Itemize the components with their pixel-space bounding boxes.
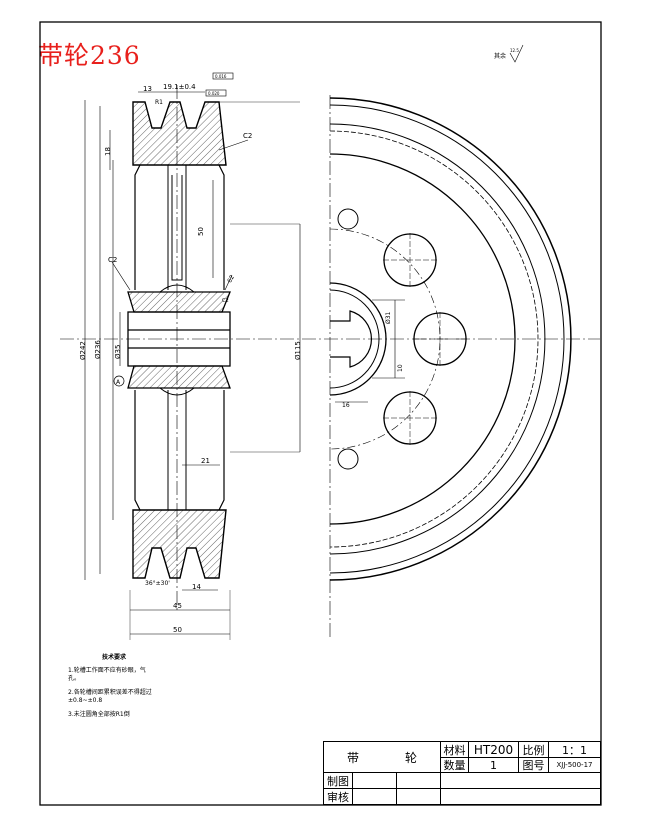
dim-tol2: 0.020 [208, 91, 220, 96]
dim-50-vertical: 50 [197, 227, 205, 236]
rim-top-section [132, 101, 227, 166]
dim-c2-left: C2 [108, 256, 117, 264]
section-view [60, 72, 600, 640]
dim-r1: R1 [155, 99, 163, 106]
dim-13: 13 [143, 85, 152, 93]
dim-236: Ø236 [94, 340, 102, 359]
dim-21: 21 [201, 457, 210, 465]
title-block-blank-1 [441, 773, 600, 789]
quantity-label: 数量 [441, 758, 469, 773]
dim-242: Ø242 [79, 341, 87, 360]
dim-key-height: 10 [397, 364, 404, 372]
dim-c2-top: C2 [243, 132, 252, 140]
checked-by-date [397, 789, 441, 804]
dim-tol1: 0.016 [215, 74, 227, 79]
surface-finish-symbol: 其余 12.5 [494, 44, 524, 63]
technical-notes: 技术要求 1.轮槽工作面不应有砂眼，气孔。 2.各轮槽间距累积误差不得超过±0.… [68, 654, 168, 725]
dim-35: Ø35 [114, 345, 122, 359]
front-view-dimension-labels: 16 10 Ø31 [342, 311, 404, 409]
dim-50: 50 [173, 626, 182, 634]
part-name-1: 带 [324, 742, 382, 773]
note-1: 1.轮槽工作面不应有砂眼，气孔。 [68, 667, 146, 682]
notes-heading: 技术要求 [102, 654, 127, 661]
drawn-by-label: 制图 [324, 773, 353, 789]
hub-bottom-section [127, 365, 231, 389]
drawing-no-value: XJJ-500-17 [549, 758, 600, 773]
checked-by-value [353, 789, 397, 804]
checked-by-label: 审核 [324, 789, 353, 804]
material-label: 材料 [441, 742, 469, 758]
scale-value: 1：1 [549, 742, 600, 758]
dim-36-angle: 36°±30' [145, 580, 170, 587]
rim-bottom-section [132, 509, 227, 579]
svg-text:其余: 其余 [494, 52, 506, 60]
outer-frame [39, 21, 602, 806]
part-name-2: 轮 [382, 742, 441, 773]
dim-31: Ø31 [385, 311, 392, 324]
title-block: 带 轮 材料 HT200 比例 1：1 数量 1 图号 XJJ-500-17 制… [323, 741, 601, 805]
dim-19: 19.1±0.4 [163, 83, 196, 91]
dim-45: 45 [173, 602, 182, 610]
scale-label: 比例 [519, 742, 549, 758]
note-2: 2.各轮槽间距累积误差不得超过±0.8~±0.8 [68, 689, 152, 704]
drawn-by-date [397, 773, 441, 789]
drawing-title-tag: 带轮236 [38, 41, 141, 70]
note-3: 3.未注圆角全部按R1倒 [68, 711, 130, 718]
dim-c2-right: C2 [222, 298, 229, 304]
hub-top-section [127, 291, 231, 313]
dim-115: Ø115 [294, 341, 302, 360]
drawn-by-value [353, 773, 397, 789]
drawing-no-label: 图号 [519, 758, 549, 773]
dim-key-width: 16 [342, 402, 350, 409]
section-dimension-labels: 13 19.1±0.4 R1 0.016 0.020 C2 18 50 C2 C… [79, 74, 302, 634]
svg-text:12.5: 12.5 [510, 48, 519, 53]
dim-62: 62 [226, 274, 236, 284]
datum-a: A [116, 379, 121, 386]
dim-18: 18 [104, 147, 112, 156]
quantity-value: 1 [469, 758, 519, 773]
dim-14: 14 [192, 583, 201, 591]
material-value: HT200 [469, 742, 519, 758]
half-front-view [329, 95, 572, 640]
